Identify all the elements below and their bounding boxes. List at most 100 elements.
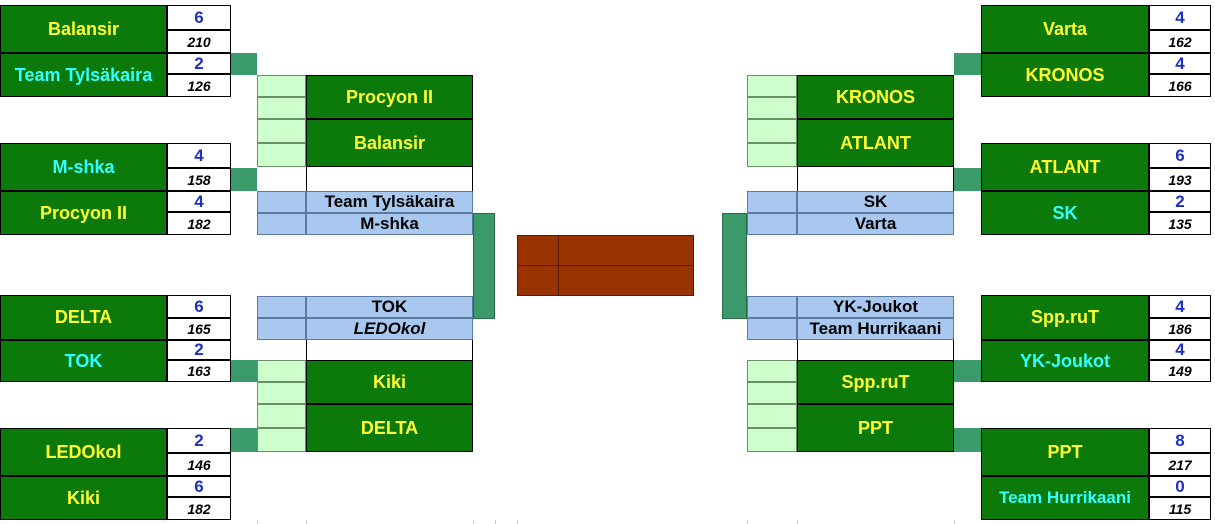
match-score: 2 — [1149, 191, 1211, 212]
team-name: Procyon II — [0, 191, 167, 235]
score-cell — [747, 213, 797, 235]
match-score: 2 — [167, 53, 231, 74]
grid-tick — [797, 520, 798, 524]
match-points: 182 — [167, 212, 231, 235]
match-points: 146 — [167, 453, 231, 476]
team-name: YK-Joukot — [981, 340, 1149, 382]
score-cell — [257, 428, 306, 452]
score-cell — [257, 119, 306, 143]
score-cell — [747, 75, 797, 97]
team-name: DELTA — [0, 295, 167, 340]
bracket-connector — [954, 428, 981, 452]
match-points: 158 — [167, 168, 231, 191]
team-name: SK — [981, 191, 1149, 235]
team-name: PPT — [981, 428, 1149, 476]
bracket-connector — [231, 53, 257, 75]
match-score: 2 — [167, 428, 231, 453]
team-name: KRONOS — [981, 53, 1149, 97]
team-name: Spp.ruT — [797, 360, 954, 404]
match-score: 4 — [1149, 340, 1211, 360]
team-name: DELTA — [306, 404, 473, 452]
score-cell — [747, 318, 797, 340]
bracket-connector — [954, 168, 981, 191]
score-cell — [257, 213, 306, 235]
match-points: 182 — [167, 497, 231, 520]
empty-cell — [797, 167, 954, 191]
grid-tick — [954, 520, 955, 524]
team-name: Varta — [797, 213, 954, 235]
match-points: 165 — [167, 318, 231, 340]
score-cell — [257, 318, 306, 340]
team-name: Procyon II — [306, 75, 473, 119]
bracket-connector — [231, 168, 257, 191]
score-cell — [257, 404, 306, 428]
team-name: LEDOkol — [0, 428, 167, 476]
team-name: KRONOS — [797, 75, 954, 119]
score-cell — [747, 382, 797, 404]
score-cell — [257, 97, 306, 119]
match-points: 193 — [1149, 168, 1211, 191]
grid-tick — [306, 520, 307, 524]
empty-cell — [306, 340, 473, 360]
match-points: 135 — [1149, 212, 1211, 235]
match-points: 166 — [1149, 74, 1211, 97]
team-name: Team Tylsäkaira — [306, 191, 473, 213]
match-points: 162 — [1149, 30, 1211, 53]
team-name: Kiki — [0, 476, 167, 520]
empty-cell — [797, 340, 954, 360]
team-name: Spp.ruT — [981, 295, 1149, 340]
score-cell — [257, 296, 306, 318]
match-score: 6 — [167, 295, 231, 318]
score-cell — [257, 360, 306, 382]
match-points: 149 — [1149, 360, 1211, 382]
grid-tick — [257, 520, 258, 524]
team-name: Team Hurrikaani — [981, 476, 1149, 520]
team-name: ATLANT — [981, 143, 1149, 191]
match-score: 4 — [1149, 5, 1211, 30]
score-cell — [257, 75, 306, 97]
score-cell — [257, 191, 306, 213]
team-name: M-shka — [0, 143, 167, 191]
match-score: 6 — [167, 5, 231, 30]
match-score: 0 — [1149, 476, 1211, 497]
score-cell — [747, 296, 797, 318]
team-name: M-shka — [306, 213, 473, 235]
match-points: 210 — [167, 30, 231, 53]
match-score: 4 — [167, 143, 231, 168]
team-name: TOK — [0, 340, 167, 382]
team-name: Varta — [981, 5, 1149, 53]
team-name: LEDOkol — [306, 318, 473, 340]
team-name: ATLANT — [797, 119, 954, 167]
match-score: 2 — [167, 340, 231, 360]
bracket-connector — [473, 213, 495, 319]
team-name: PPT — [797, 404, 954, 452]
match-score: 6 — [167, 476, 231, 497]
score-cell — [747, 360, 797, 382]
team-name: SK — [797, 191, 954, 213]
grid-tick — [517, 520, 518, 524]
team-name: Balansir — [306, 119, 473, 167]
empty-cell — [306, 167, 473, 191]
match-points: 163 — [167, 360, 231, 382]
match-points: 186 — [1149, 318, 1211, 340]
grid-tick — [473, 520, 474, 524]
match-points: 115 — [1149, 497, 1211, 520]
match-score: 8 — [1149, 428, 1211, 453]
bracket-connector — [954, 360, 981, 382]
team-name: Kiki — [306, 360, 473, 404]
bracket-connector — [231, 428, 257, 452]
match-points: 217 — [1149, 453, 1211, 476]
match-score: 6 — [1149, 143, 1211, 168]
final-divider — [517, 265, 694, 266]
score-cell — [257, 143, 306, 167]
team-name: Team Hurrikaani — [797, 318, 954, 340]
team-name: TOK — [306, 296, 473, 318]
team-name: Team Tylsäkaira — [0, 53, 167, 97]
grid-tick — [495, 520, 496, 524]
match-points: 126 — [167, 74, 231, 97]
bracket-connector — [231, 360, 257, 382]
score-cell — [747, 191, 797, 213]
team-name: Balansir — [0, 5, 167, 53]
score-cell — [747, 428, 797, 452]
score-cell — [747, 119, 797, 143]
